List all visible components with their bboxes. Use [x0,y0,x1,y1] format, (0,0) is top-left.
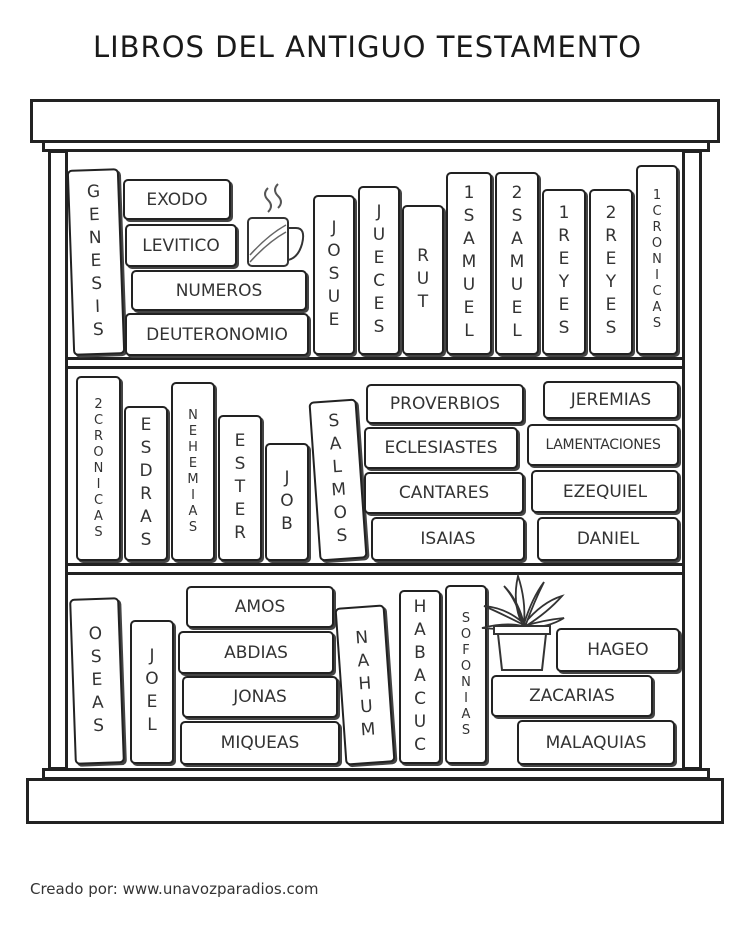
book-label: ZACARIAS [529,686,615,706]
page-title: LIBROS DEL ANTIGUO TESTAMENTO [92,30,643,64]
book-miqueas: MIQUEAS [180,721,340,765]
book-1reyes: 1REYES [542,189,586,355]
bookcase-top-ledge [42,140,710,152]
book-label: NUMEROS [175,280,263,301]
book-label: OSEAS [84,623,110,739]
book-label: HAGEO [587,640,649,660]
book-josue: JOSUE [313,195,355,355]
book-label: ABDIAS [224,642,288,663]
book-isaias: ISAIAS [371,517,525,561]
bookcase-right-post [682,150,702,770]
book-label: JUECES [369,201,389,340]
bookcase-base [26,778,724,824]
book-sofonias: SOFONIAS [445,585,487,764]
book-oseas: OSEAS [69,597,125,765]
book-daniel: DANIEL [537,517,679,561]
book-jonas: JONAS [182,676,338,718]
shelf-board-1 [68,357,682,369]
book-label: PROVERBIOS [389,394,501,414]
book-label: EZEQUIEL [562,481,648,502]
book-label: 1REYES [554,203,574,341]
book-label: JONAS [233,687,287,707]
book-zacarias: ZACARIAS [491,675,653,717]
book-levitico: LEVITICO [125,224,237,267]
book-label: HABACUC [410,596,430,758]
credit-text: Creado por: www.unavozparadios.com [30,880,319,898]
book-1samuel: 1SAMUEL [446,172,492,355]
bookcase-left-post [48,150,68,770]
book-abdias: ABDIAS [178,631,334,674]
book-2reyes: 2REYES [589,189,633,355]
book-numeros: NUMEROS [131,270,307,311]
book-joel: JOEL [130,620,174,764]
book-label: JEREMIAS [570,390,652,410]
book-label: ECLESIASTES [384,438,498,458]
book-deuteronomio: DEUTERONOMIO [125,313,309,356]
book-label: NAHUM [351,626,379,744]
book-job: JOB [265,443,309,561]
book-hageo: HAGEO [556,628,680,672]
potted-plant-icon [481,572,565,671]
shelf-board-2 [68,563,682,575]
book-ezequiel: EZEQUIEL [531,470,679,513]
book-label: 1SAMUEL [459,183,479,344]
book-label: 2REYES [601,203,621,341]
book-label: 2CRONICAS [91,396,106,541]
book-label: JOEL [142,646,162,738]
book-label: DANIEL [576,529,640,549]
book-nehemias: NEHEMIAS [171,382,215,561]
book-rut: RUT [402,205,444,355]
book-nahum: NAHUM [334,604,396,766]
book-proverbios: PROVERBIOS [366,384,524,424]
book-label: LEVITICO [142,235,220,256]
book-exodo: EXODO [123,179,231,220]
book-label: 1CRONICAS [649,188,665,332]
book-label: MIQUEAS [220,733,300,753]
book-malaquias: MALAQUIAS [517,720,675,765]
book-label: JOB [277,467,297,537]
book-label: ESTER [230,430,250,546]
book-label: MALAQUIAS [545,732,647,753]
book-label: GENESIS [83,181,109,343]
book-label: ESDRAS [136,414,156,553]
book-label: SALMOS [323,410,353,550]
book-label: EXODO [146,189,208,210]
book-label: DEUTERONOMIO [146,324,288,345]
book-2cronicas: 2CRONICAS [76,376,121,561]
book-habacuc: HABACUC [399,590,441,764]
book-label: RUT [413,245,433,315]
book-2samuel: 2SAMUEL [495,172,539,355]
book-salmos: SALMOS [308,398,368,562]
book-label: NEHEMIAS [185,407,201,536]
book-esdras: ESDRAS [124,406,168,561]
book-lamentaciones: LAMENTACIONES [527,424,679,466]
book-label: SOFONIAS [458,610,474,739]
book-label: LAMENTACIONES [545,437,661,453]
book-label: AMOS [234,597,286,617]
book-ester: ESTER [218,415,262,561]
bookcase-top-board [30,99,720,143]
book-jeremias: JEREMIAS [543,381,679,419]
book-jueces: JUECES [358,186,400,355]
book-label: 2SAMUEL [507,183,527,344]
book-genesis: GENESIS [66,168,126,356]
book-label: ISAIAS [420,529,476,549]
book-eclesiastes: ECLESIASTES [364,427,518,469]
book-1cronicas: 1CRONICAS [636,165,678,355]
book-amos: AMOS [186,586,334,628]
book-label: JOSUE [324,217,344,333]
book-label: CANTARES [398,483,490,503]
book-cantares: CANTARES [364,472,524,514]
coffee-mug-icon [247,183,305,267]
